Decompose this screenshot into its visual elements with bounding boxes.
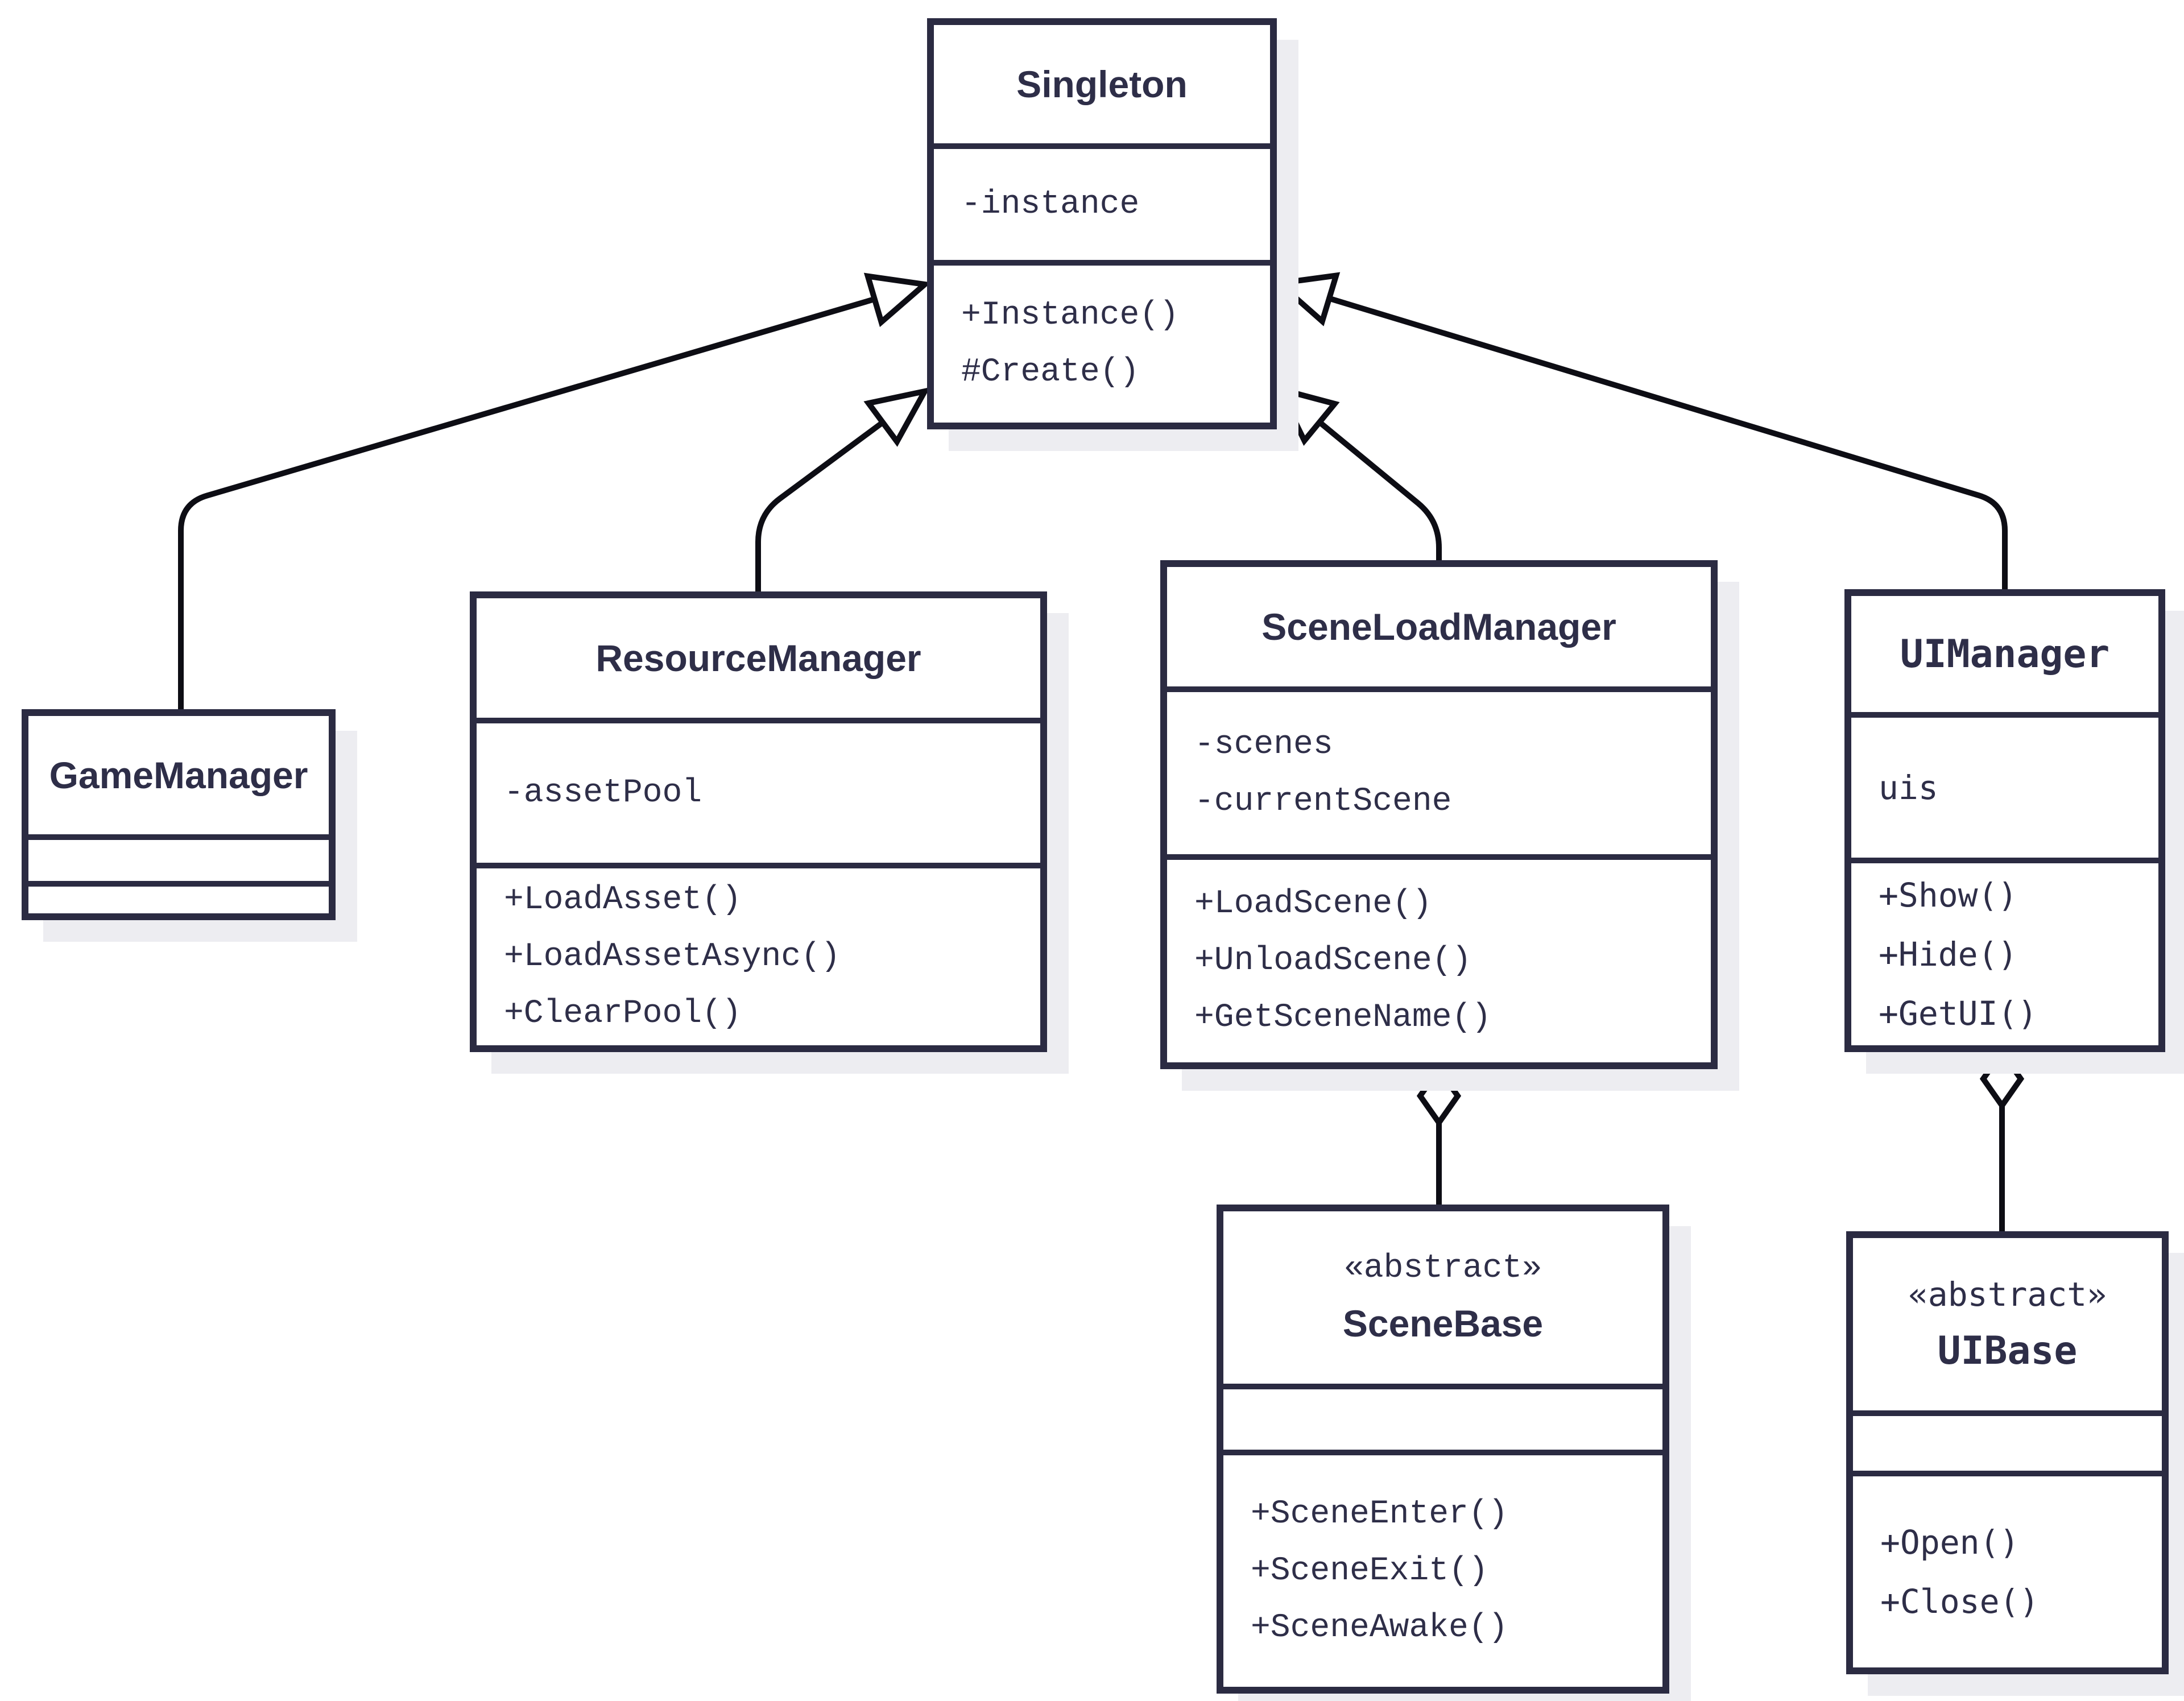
member-line: -assetPool bbox=[504, 774, 702, 812]
member-line: +SceneAwake() bbox=[1251, 1609, 1508, 1646]
class-resourcemanager-methods: +LoadAsset() +LoadAssetAsync() +ClearPool(… bbox=[477, 863, 1040, 1045]
member-line: +LoadAsset() bbox=[504, 881, 742, 918]
class-name: Singleton bbox=[1016, 63, 1188, 105]
member-line: +Close() bbox=[1880, 1582, 2040, 1621]
class-resourcemanager: ResourceManager -assetPool +LoadAsset()+… bbox=[470, 591, 1047, 1052]
connector-gamemanager-singleton bbox=[178, 272, 932, 711]
class-gamemanager: GameManager bbox=[22, 709, 336, 920]
connector-sceneloadmanager-scenebase bbox=[1416, 1064, 1462, 1206]
class-name: UIBase bbox=[1937, 1328, 2078, 1373]
class-scenebase-attributes bbox=[1223, 1384, 1662, 1450]
class-sceneloadmanager-methods: +LoadScene() +UnloadScene() +GetSceneName(… bbox=[1167, 854, 1711, 1062]
connector-resourcemanager-singleton bbox=[755, 387, 930, 593]
class-name: UIManager bbox=[1900, 631, 2110, 677]
class-uimanager-methods: +Show() +Hide() +GetUI() bbox=[1851, 858, 2158, 1045]
member-line: #Create() bbox=[961, 354, 1140, 391]
class-sceneloadmanager: SceneLoadManager -scenes -currentScene +L… bbox=[1160, 560, 1718, 1069]
member-line: +LoadAssetAsync() bbox=[504, 938, 841, 975]
class-singleton-title: Singleton bbox=[934, 25, 1270, 143]
class-name: GameManager bbox=[49, 754, 308, 796]
member-line: +ClearPool() bbox=[504, 995, 742, 1032]
class-resourcemanager-title: ResourceManager bbox=[477, 598, 1040, 718]
class-name: SceneBase bbox=[1342, 1302, 1544, 1344]
member-line: +UnloadScene() bbox=[1194, 942, 1472, 979]
stereotype-abstract: «abstract» bbox=[1908, 1275, 2107, 1314]
class-singleton: Singleton -instance +Instance() #Create() bbox=[927, 18, 1277, 429]
stereotype-abstract: «abstract» bbox=[1343, 1250, 1542, 1287]
class-scenebase-title: «abstract» SceneBase bbox=[1223, 1211, 1662, 1384]
member-line: +Instance() bbox=[961, 297, 1179, 334]
class-uimanager-attributes: uis bbox=[1851, 712, 2158, 858]
member-line: +GetSceneName() bbox=[1194, 999, 1492, 1036]
class-sceneloadmanager-attributes: -scenes -currentScene bbox=[1167, 686, 1711, 854]
class-gamemanager-attributes bbox=[28, 834, 329, 881]
class-name: SceneLoadManager bbox=[1261, 606, 1616, 648]
connector-uimanager-singleton bbox=[1272, 272, 2008, 591]
class-uibase-methods: +Open() +Close() bbox=[1853, 1471, 2162, 1667]
member-line: +Hide() bbox=[1879, 935, 2018, 974]
class-uibase: «abstract» UIBase +Open() +Close() bbox=[1846, 1231, 2169, 1674]
member-line: +Open() bbox=[1880, 1523, 2020, 1562]
connector-sceneloadmanager-singleton bbox=[1273, 384, 1442, 562]
class-scenebase-methods: +SceneEnter() +SceneExit() +SceneAwake() bbox=[1223, 1450, 1662, 1687]
class-uimanager-title: UIManager bbox=[1851, 596, 2158, 712]
class-sceneloadmanager-title: SceneLoadManager bbox=[1167, 567, 1711, 686]
member-line: uis bbox=[1879, 768, 1938, 807]
class-gamemanager-methods bbox=[28, 881, 329, 913]
class-uibase-title: «abstract» UIBase bbox=[1853, 1238, 2162, 1410]
class-resourcemanager-attributes: -assetPool bbox=[477, 718, 1040, 863]
member-line: +LoadScene() bbox=[1194, 885, 1432, 922]
member-line: -scenes bbox=[1194, 726, 1333, 763]
class-uimanager: UIManager uis +Show() +Hide() +GetUI() bbox=[1844, 589, 2165, 1052]
member-line: +SceneEnter() bbox=[1251, 1495, 1508, 1533]
class-scenebase: «abstract» SceneBase +SceneEnter()+Scene… bbox=[1217, 1205, 1669, 1694]
member-line: -instance bbox=[961, 185, 1140, 223]
member-line: +GetUI() bbox=[1879, 994, 2038, 1033]
member-line: +SceneExit() bbox=[1251, 1552, 1488, 1590]
class-uibase-attributes bbox=[1853, 1410, 2162, 1471]
class-singleton-methods: +Instance() #Create() bbox=[934, 260, 1270, 423]
member-line: +Show() bbox=[1879, 876, 2018, 914]
class-gamemanager-title: GameManager bbox=[28, 716, 329, 834]
connector-uimanager-uibase bbox=[1979, 1047, 2025, 1233]
member-line: -currentScene bbox=[1194, 783, 1452, 820]
class-singleton-attributes: -instance bbox=[934, 143, 1270, 260]
class-name: ResourceManager bbox=[595, 637, 921, 679]
